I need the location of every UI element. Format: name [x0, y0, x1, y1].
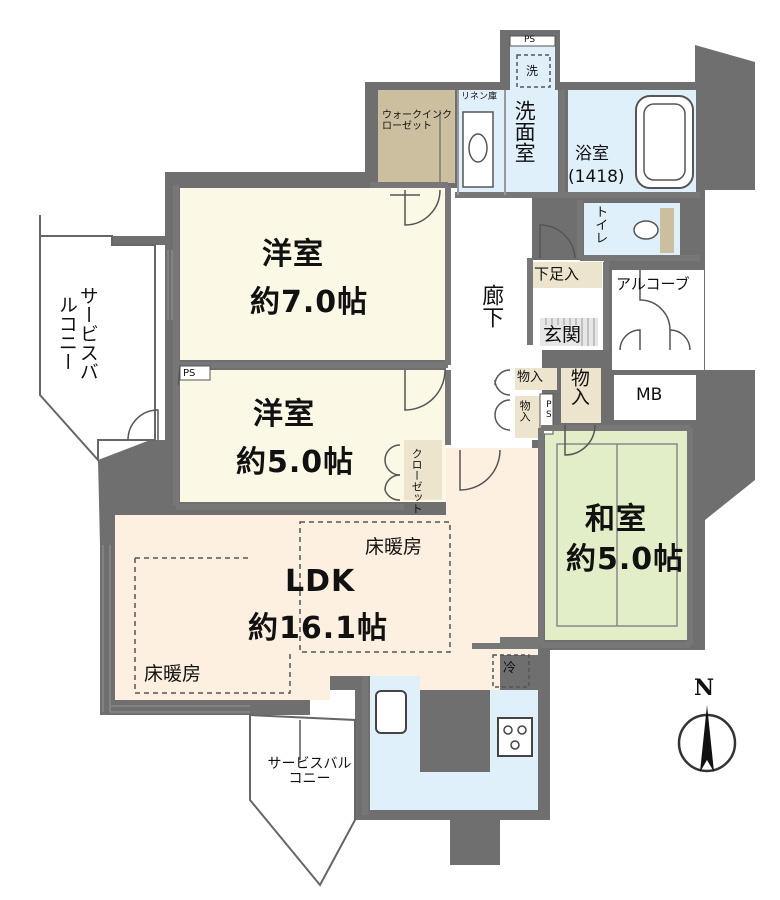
storage-3-label: 物入: [567, 368, 590, 406]
western-room-2-size: 約5.0帖: [236, 445, 355, 480]
floor-heating-2-label: 床暖房: [144, 663, 202, 685]
japanese-room-name: 和室: [585, 502, 647, 537]
floor-heating-2: [134, 557, 291, 694]
alcove: [612, 270, 704, 370]
linen-label: リネン庫: [461, 92, 498, 102]
japanese-room-size: 約5.0帖: [566, 542, 685, 577]
ldk-room: [115, 448, 538, 700]
shoe-storage-label: 下足入: [534, 265, 580, 283]
compass-north-label: N: [694, 675, 715, 701]
service-balcony-south-label: サービスバルコニー: [267, 756, 352, 788]
storage-2-label: 物入: [518, 400, 532, 422]
entrance-label: 玄関: [543, 324, 582, 346]
western-room-2: [180, 370, 446, 502]
hallway-label: 廊下: [478, 284, 504, 328]
fridge-label: 冷: [503, 661, 517, 676]
washroom-label: 洗面室: [512, 100, 537, 163]
ps-label-top: PS: [524, 35, 536, 45]
bathroom-name: 浴室: [575, 144, 609, 164]
service-balcony-west: [39, 215, 156, 463]
western-room-1: [180, 188, 446, 360]
hallway-lower: [532, 345, 542, 440]
floor-heating-1: [299, 521, 451, 653]
walk-in-closet: [378, 90, 455, 183]
ps-label-west: PS: [183, 368, 196, 379]
alcove-label: アルコーブ: [616, 275, 690, 293]
floor-heating-1-label: 床暖房: [365, 536, 423, 558]
bathroom-size: (1418): [568, 167, 625, 187]
ps-label-entrance: PS: [543, 400, 554, 420]
mb-box: [614, 375, 696, 420]
storage-3: [561, 368, 601, 423]
compass: [677, 705, 737, 773]
storage-2: [515, 396, 540, 438]
closet-label: クローゼット: [410, 448, 424, 514]
closet-5: [404, 440, 442, 500]
service-balcony-west-label: サービスバルコニー: [55, 285, 99, 381]
walk-in-closet-label: ウォークインクローゼット: [382, 110, 452, 132]
mb-label: MB: [636, 385, 663, 405]
western-room-1-size: 約7.0帖: [250, 285, 369, 320]
western-room-1-name: 洋室: [262, 237, 324, 272]
ldk-name: LDK: [285, 564, 356, 599]
storage-1-label: 物入: [517, 370, 544, 385]
stove: [497, 717, 533, 757]
ldk-size: 約16.1帖: [248, 611, 389, 646]
doors: [127, 189, 691, 760]
kitchen-area: [370, 676, 538, 810]
service-balcony-south: [249, 713, 356, 887]
storage-1: [515, 368, 557, 390]
western-room-2-name: 洋室: [253, 397, 315, 432]
kitchen-sink: [375, 690, 407, 734]
shoe-storage: [532, 262, 602, 288]
toilet-label: トイレ: [592, 205, 608, 244]
interior-walls: [173, 90, 700, 815]
washer-label: 洗: [526, 64, 539, 78]
